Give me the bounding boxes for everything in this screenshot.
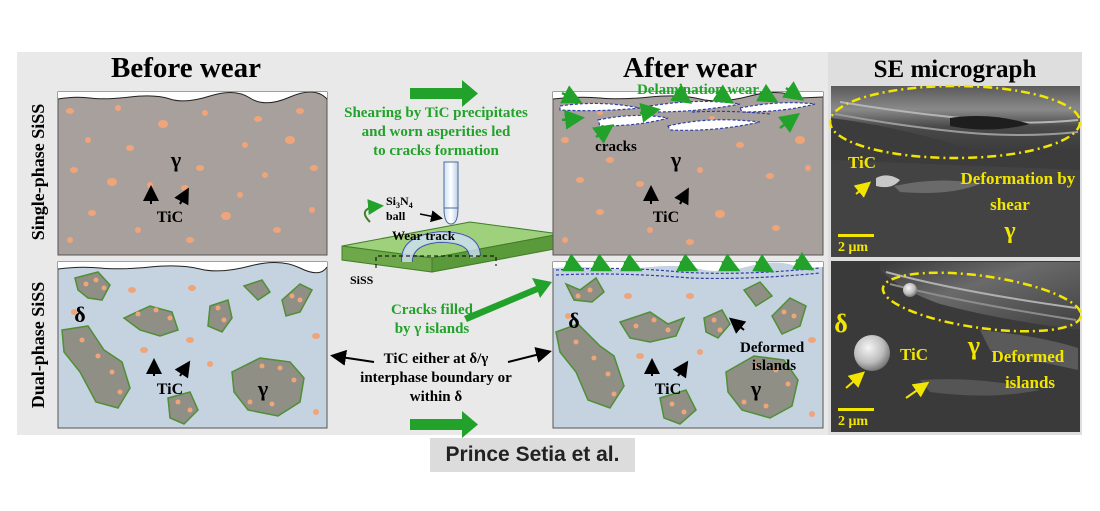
row-label-dual-phase: Dual-phase SiSS [28, 282, 48, 409]
wear-test-schematic: Wear track SiSS Si3N4 ball [341, 161, 561, 287]
svg-text:interphase boundary or: interphase boundary or [360, 370, 512, 386]
shearing-annotation: Shearing by TiC precipitates and worn as… [344, 105, 528, 159]
cracks-label: cracks [595, 139, 637, 155]
svg-text:by γ islands: by γ islands [395, 321, 470, 337]
micro-tic-label-single: TiC [848, 153, 876, 172]
micro-gamma-label-single: γ [1003, 218, 1015, 244]
tic-particle-sem [854, 335, 890, 371]
delta-label-before-dual: δ [74, 302, 85, 327]
gamma-label-after-dual: γ [750, 376, 761, 401]
green-shear-arrows-single [560, 81, 805, 144]
after-single-phase-panel: Delamination wear cracks γ TiC [552, 81, 824, 256]
process-arrow-top [410, 80, 478, 107]
tic-particles-after-single [561, 111, 811, 245]
header-after-wear: After wear [623, 52, 757, 84]
svg-text:Cracks filled: Cracks filled [391, 302, 474, 318]
delamination-label: Delamination wear [637, 82, 759, 98]
row-label-single-phase: Single-phase SiSS [28, 104, 48, 241]
delta-label-after-dual: δ [568, 308, 579, 333]
micro-gamma-label-dual: γ [967, 331, 980, 360]
scale-label-single: 2 μm [838, 240, 868, 255]
author-credit: Prince Setia et al. [445, 443, 620, 466]
svg-text:TiC either at δ/γ: TiC either at δ/γ [384, 351, 489, 367]
tic-label-after-single: TiC [653, 209, 679, 226]
si3n4-ball [443, 207, 459, 225]
gamma-label-before-dual: γ [257, 376, 268, 401]
gamma-label-before-single: γ [170, 147, 181, 172]
tic-either-annotation: TiC either at δ/γ interphase boundary or… [360, 351, 512, 405]
gamma-label-after-single: γ [670, 147, 681, 172]
deformation-by-shear-label: Deformation by shear [961, 169, 1080, 214]
se-micrograph-dual: δ TiC γ Deformed islands 2 μm [831, 261, 1083, 432]
process-arrow-bottom [410, 411, 478, 438]
tic-particles-before-dual [71, 277, 320, 415]
rotation-arrow [363, 199, 384, 223]
tic-particles-before-single [66, 105, 318, 243]
before-single-phase-panel: γ TiC [57, 91, 328, 256]
author-footer: Prince Setia et al. [430, 438, 635, 472]
wear-track-label: Wear track [392, 228, 456, 243]
micro-deformed-islands-label: Deformed islands [992, 347, 1069, 392]
ball-holder [443, 161, 459, 209]
scale-bar-dual [838, 408, 874, 411]
scale-label-dual: 2 μm [838, 414, 868, 429]
svg-text:Shearing by TiC precipitates: Shearing by TiC precipitates [344, 105, 528, 121]
green-shear-arrows-dual [562, 251, 815, 273]
diagonal-green-arrow [464, 278, 552, 322]
before-dual-phase-panel: δ γ TiC [57, 261, 328, 429]
tic-label-before-dual: TiC [157, 381, 183, 398]
cracks-filled-annotation: Cracks filled by γ islands [391, 302, 474, 337]
tic-label-before-single: TiC [157, 209, 183, 226]
svg-text:to cracks formation: to cracks formation [373, 143, 499, 159]
micro-tic-label-dual: TiC [900, 345, 928, 364]
header-before-wear: Before wear [111, 52, 261, 84]
after-dual-phase-panel: δ γ Deformed islands TiC [552, 251, 824, 429]
header-se-micrograph: SE micrograph [874, 56, 1037, 83]
si3n4-ball-label: Si3N4 ball [386, 194, 416, 223]
svg-text:within δ: within δ [410, 389, 463, 405]
deformed-islands-label: Deformed islands [740, 340, 808, 374]
micro-delta-label: δ [834, 309, 848, 338]
tic-label-after-dual: TiC [655, 381, 681, 398]
se-micrograph-single: TiC Deformation by shear γ 2 μm [828, 84, 1082, 257]
tic-particles-after-dual [565, 287, 816, 417]
svg-text:and worn asperities led: and worn asperities led [362, 124, 511, 140]
siss-label: SiSS [350, 273, 374, 287]
scale-bar-single [838, 234, 874, 237]
deformation-zone-outline [828, 84, 1082, 160]
